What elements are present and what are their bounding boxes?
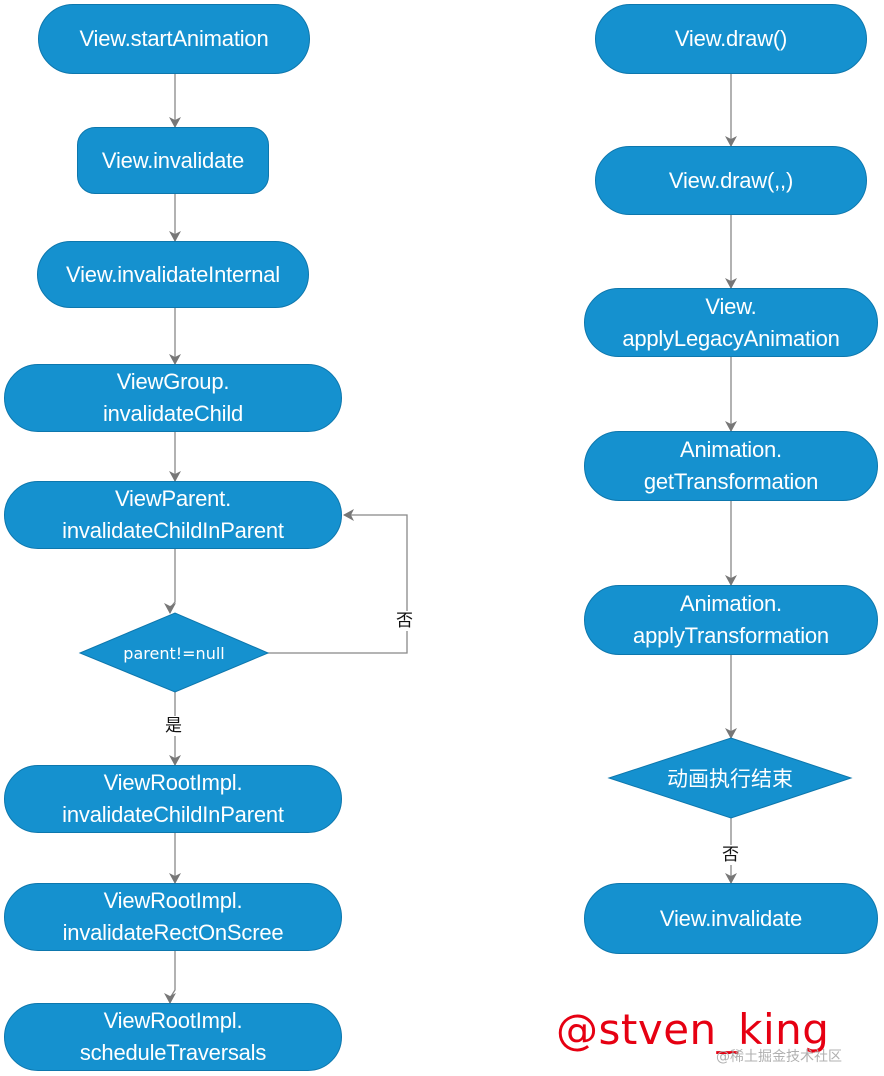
node-view-invalidate-internal: View.invalidateInternal	[37, 241, 309, 308]
node-label-line2: invalidateChildInParent	[62, 518, 284, 543]
decision-right-text: 动画执行结束	[630, 762, 830, 794]
node-label: View.startAnimation	[79, 26, 269, 51]
node-label-line2: invalidateChildInParent	[62, 802, 284, 827]
node-label: View.invalidateInternal	[66, 261, 280, 287]
node-animation-apply-transformation: Animation. applyTransformation	[584, 585, 878, 655]
decision-left-text: parent!=null	[95, 638, 253, 668]
node-label-line2: scheduleTraversals	[79, 1040, 267, 1065]
node-label-line1: ViewRootImpl.	[103, 770, 243, 795]
decision-condition: 动画执行结束	[667, 767, 793, 791]
node-view-draw: View.draw()	[595, 4, 867, 74]
node-viewgroup-invalidate-child: ViewGroup. invalidateChild	[4, 364, 342, 432]
node-label-line2: applyLegacyAnimation	[622, 325, 840, 351]
node-label-line1: ViewRootImpl.	[103, 888, 243, 913]
edge-label-no-right: 否	[721, 845, 740, 865]
node-viewrootimpl-schedule-traversals: ViewRootImpl. scheduleTraversals	[4, 1003, 342, 1071]
node-label: View.draw(,,)	[668, 167, 794, 193]
node-label-line2: invalidateChild	[102, 401, 244, 426]
node-viewrootimpl-invalidate-rect: ViewRootImpl. invalidateRectOnScree	[4, 883, 342, 951]
edge-rect-to-schedule	[164, 951, 176, 1004]
edge-label-yes-left: 是	[164, 716, 183, 736]
decision-diamond-left	[78, 612, 270, 693]
edge-decision-no-loop	[266, 509, 408, 654]
edge-label-no-left: 否	[395, 611, 414, 631]
node-label-line2: invalidateRectOnScree	[62, 920, 284, 945]
node-viewparent-invalidate-child-in-parent: ViewParent. invalidateChildInParent	[4, 481, 342, 549]
site-watermark: @稀土掘金技术社区	[716, 1049, 842, 1065]
node-label-line1: View.	[705, 293, 757, 319]
node-animation-get-transformation: Animation. getTransformation	[584, 431, 878, 501]
author-watermark: @stven_king	[556, 1005, 830, 1054]
node-view-invalidate: View.invalidate	[77, 127, 269, 194]
node-label-line1: Animation.	[680, 591, 782, 616]
node-label-line2: applyTransformation	[633, 623, 829, 648]
node-label-line2: getTransformation	[643, 469, 819, 494]
edge-viewparent-to-decision	[164, 549, 176, 614]
node-view-draw-three-args: View.draw(,,)	[595, 146, 867, 215]
node-view-invalidate-right: View.invalidate	[584, 883, 878, 954]
node-label-line1: Animation.	[680, 437, 782, 462]
node-label-line1: ViewParent.	[114, 486, 232, 511]
node-label: View.invalidate	[659, 905, 803, 931]
decision-diamond-right	[607, 737, 853, 819]
node-label-line1: ViewGroup.	[116, 369, 230, 394]
decision-condition: parent!=null	[123, 643, 225, 663]
node-view-apply-legacy-animation: View. applyLegacyAnimation	[584, 288, 878, 357]
node-label: View.draw()	[674, 26, 788, 51]
node-view-start-animation: View.startAnimation	[38, 4, 310, 74]
node-viewrootimpl-invalidate-child-in-parent: ViewRootImpl. invalidateChildInParent	[4, 765, 342, 833]
node-label-line1: ViewRootImpl.	[103, 1008, 243, 1033]
node-label: View.invalidate	[101, 147, 245, 173]
